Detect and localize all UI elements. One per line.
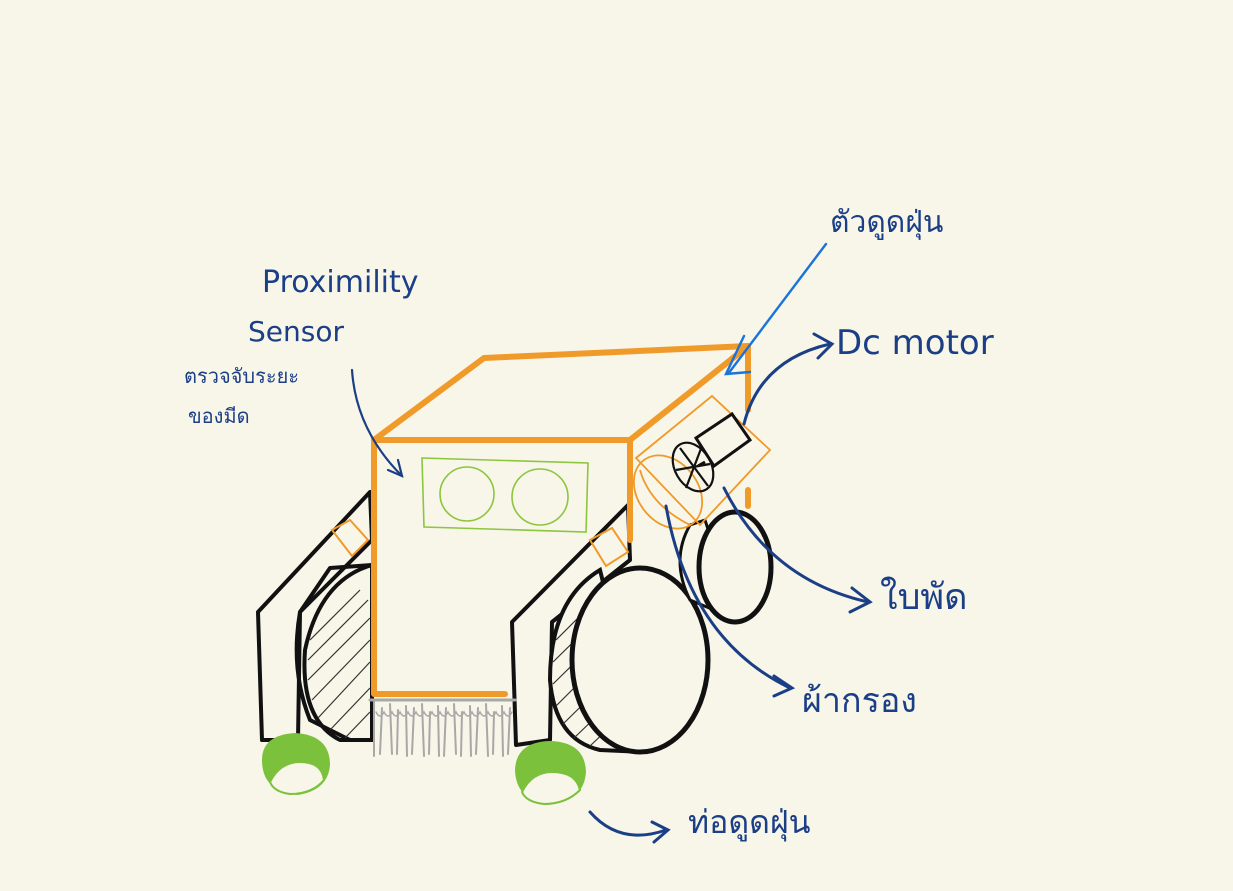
suction-pipe-pointer-arrow [588, 810, 671, 844]
label-dust-suction-unit: ตัวดูดฝุ่น [830, 205, 944, 240]
label-dc-motor: Dc motor [836, 323, 994, 363]
dc-motor-body [693, 411, 753, 469]
label-filter-cloth: ผ้ากรอง [802, 681, 917, 721]
label-proximity-sensor-thai-line1: ตรวจจับระยะ [184, 364, 300, 388]
left-bumper [262, 733, 330, 796]
proximity-sensor [421, 457, 589, 533]
front-right-wheel-face [569, 565, 711, 755]
dust-brush [368, 698, 517, 757]
sensor-pointer-arrow [350, 368, 404, 478]
label-proximity-sensor-line2: Sensor [248, 315, 344, 348]
dc-motor-pointer-arrow [742, 332, 835, 426]
left-axle-connector [330, 518, 370, 558]
label-proximity-sensor-thai-line2: ของมีด [188, 404, 250, 428]
rear-left-wheel-tread [307, 589, 371, 739]
rear-left-wheel [256, 490, 374, 742]
filter-pointer-arrow [664, 504, 796, 698]
label-fan-blade: ใบพัด [880, 577, 968, 618]
front-right-wheel-axle [588, 526, 630, 568]
fan-blade-pointer-arrow [722, 486, 873, 614]
right-bumper [515, 741, 586, 806]
label-proximity-sensor-line1: Proximility [262, 265, 419, 300]
suction-unit-pointer-arrow [724, 242, 828, 376]
label-dust-suction-pipe: ท่อดูดฝุ่น [688, 803, 811, 841]
